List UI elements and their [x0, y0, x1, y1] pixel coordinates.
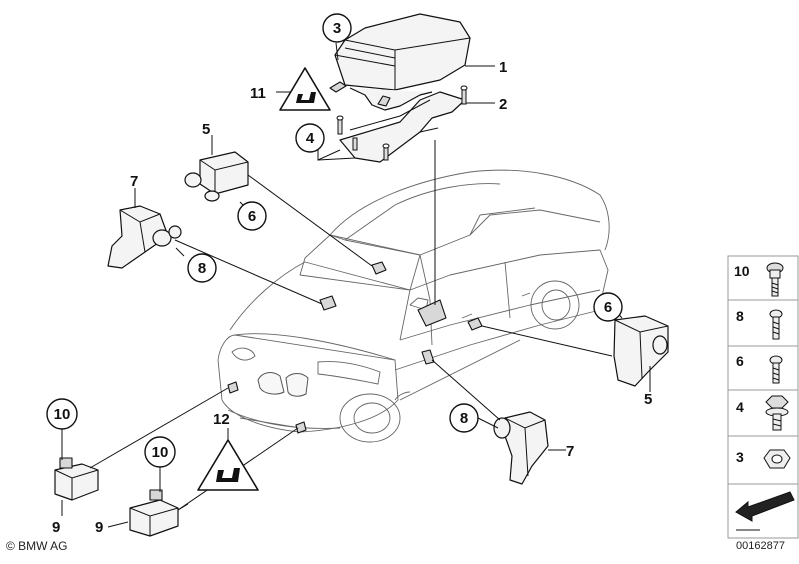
- screw-short-icon: [769, 355, 783, 384]
- mounted-sensor-front-left: [227, 381, 239, 394]
- legend-item-10: 10: [734, 263, 750, 279]
- callout-8-left: 8: [198, 260, 206, 277]
- callout-8-right: 8: [460, 410, 468, 427]
- callout-7-left: 7: [130, 173, 138, 190]
- callout-12: 12: [213, 411, 230, 428]
- sensor-bracket-left: [107, 205, 182, 269]
- mounted-sensor-hood: [319, 295, 337, 311]
- legend-item-8: 8: [736, 308, 744, 324]
- callout-6-upper: 6: [248, 208, 256, 225]
- callout-11: 11: [250, 85, 266, 102]
- mounted-control-unit: [417, 299, 447, 327]
- sensor-upper-left: [184, 151, 249, 202]
- car-illustration: [217, 169, 610, 443]
- hex-bolt-icon: [765, 395, 789, 431]
- stud-bolt-icon: [766, 262, 784, 297]
- bracket: [339, 91, 466, 163]
- diagram-number: 00162877: [736, 540, 785, 552]
- warning-triangle-icon: [279, 67, 331, 111]
- callout-3: 3: [333, 20, 341, 37]
- callout-6-right: 6: [604, 299, 612, 316]
- mounted-sensor-roof: [371, 261, 387, 275]
- callout-5-right: 5: [644, 391, 652, 408]
- mounted-sensor-front-right: [295, 421, 307, 434]
- legend-item-6: 6: [736, 353, 744, 369]
- sensor-bracket-right: [613, 315, 669, 387]
- callout-1: 1: [499, 59, 507, 76]
- mounted-sensor-pillar: [421, 349, 435, 365]
- copyright-text: © BMW AG: [6, 539, 68, 553]
- callout-4: 4: [306, 130, 315, 147]
- sensor-bottom-left-a: [54, 457, 99, 501]
- callout-7-right: 7: [566, 443, 574, 460]
- sensor-bottom-left-b: [129, 489, 189, 537]
- legend-item-4: 4: [736, 399, 744, 415]
- control-unit-assembly: [329, 13, 471, 163]
- warning-triangle-icon: [197, 439, 259, 491]
- callout-2: 2: [499, 96, 507, 113]
- callout-9-b: 9: [95, 519, 103, 536]
- leader-lines: [61, 42, 651, 528]
- mounting-studs: [336, 85, 468, 161]
- screw-icon: [769, 309, 783, 340]
- callouts: 1 2 11 5 7 5 7 9 9 12 3 4 6 8 6 8 10 10: [46, 13, 652, 536]
- callout-9-a: 9: [52, 519, 60, 536]
- fastener-legend: 10 8 6 4 3: [727, 255, 799, 539]
- callout-10-a: 10: [54, 406, 71, 423]
- hex-nut-icon: [763, 449, 791, 469]
- legend-item-3: 3: [736, 449, 744, 465]
- sensor-lower-right: [493, 411, 549, 485]
- control-unit: [334, 13, 471, 91]
- control-unit-base: [349, 87, 433, 111]
- direction-arrow-icon: [735, 491, 795, 531]
- callout-10-b: 10: [152, 444, 169, 461]
- callout-5-upper: 5: [202, 121, 210, 138]
